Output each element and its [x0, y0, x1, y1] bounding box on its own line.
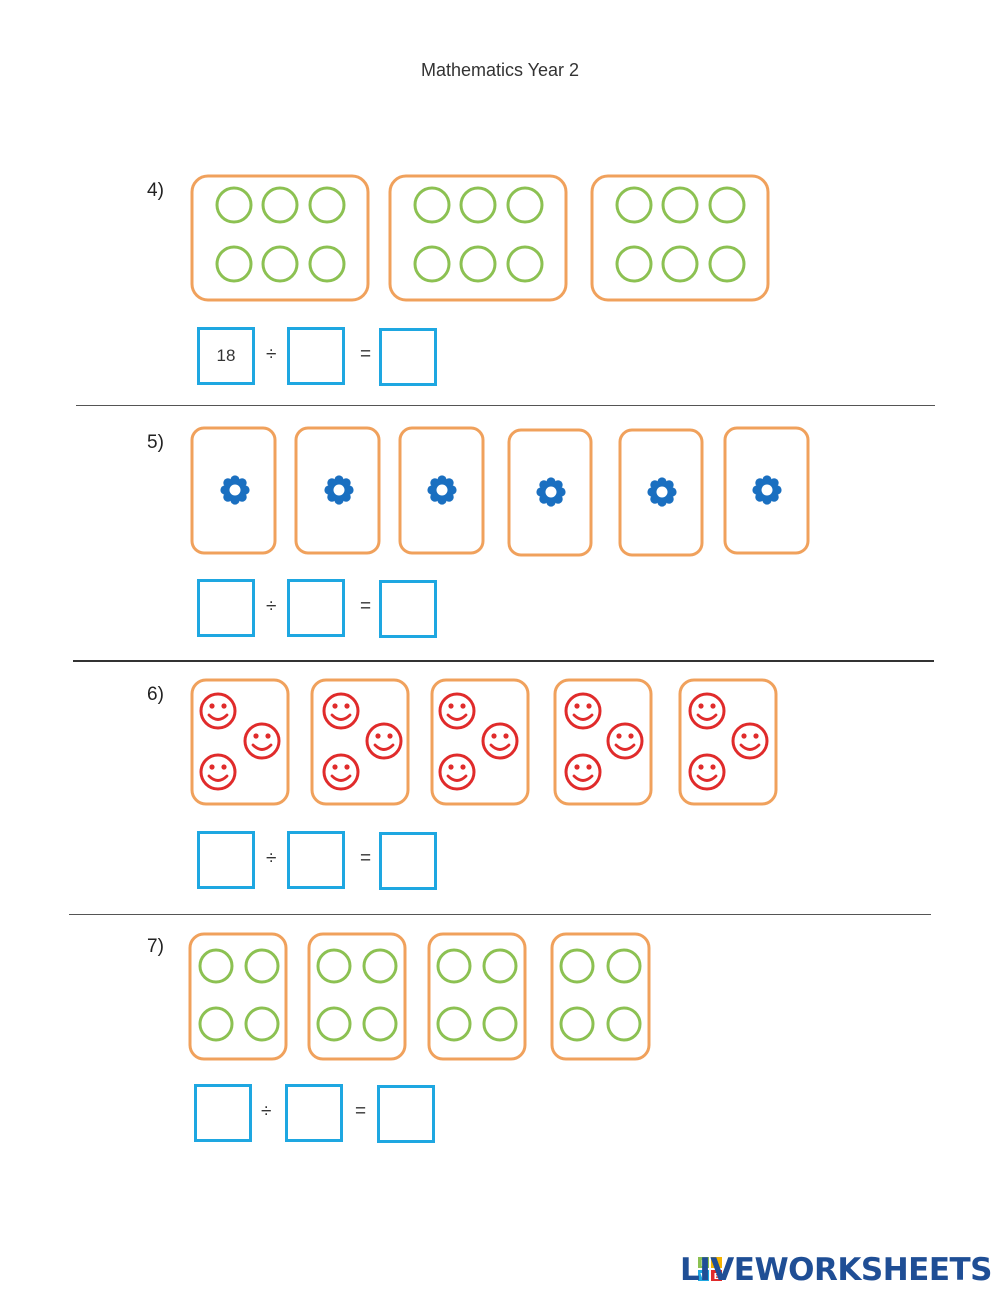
- equals-sign: =: [360, 596, 372, 617]
- green-circle-icon: [261, 186, 299, 224]
- answer-box-dividend[interactable]: [197, 831, 255, 889]
- red-smiley-icon: [438, 692, 476, 730]
- green-circle-icon: [198, 1006, 234, 1042]
- separator-line: [76, 405, 935, 406]
- green-circle-icon: [661, 245, 699, 283]
- red-smiley-icon: [199, 692, 237, 730]
- red-smiley-icon: [243, 722, 281, 760]
- green-circle-icon: [559, 948, 595, 984]
- divide-sign: ÷: [266, 344, 277, 365]
- equals-sign: =: [355, 1101, 367, 1122]
- blue-flower-icon: [324, 475, 354, 505]
- page-title: Mathematics Year 2: [420, 60, 580, 80]
- green-circle-icon: [215, 186, 253, 224]
- answer-box-divisor[interactable]: [287, 327, 345, 385]
- red-smiley-icon: [564, 692, 602, 730]
- green-circle-icon: [436, 1006, 472, 1042]
- green-circle-icon: [606, 1006, 642, 1042]
- question-number-7: 7): [147, 936, 164, 957]
- green-circle-icon: [308, 245, 346, 283]
- green-circle-icon: [362, 948, 398, 984]
- green-circle-icon: [198, 948, 234, 984]
- green-circle-icon: [708, 245, 746, 283]
- green-circle-icon: [459, 186, 497, 224]
- question-number-5: 5): [147, 432, 164, 453]
- blue-flower-icon: [427, 475, 457, 505]
- green-circle-icon: [308, 186, 346, 224]
- red-smiley-icon: [564, 753, 602, 791]
- question-number-6: 6): [147, 684, 164, 705]
- green-circle-icon: [459, 245, 497, 283]
- divide-sign: ÷: [266, 848, 277, 869]
- brand-name[interactable]: LIVEWORKSHEETS: [680, 1252, 993, 1288]
- blue-flower-icon: [647, 477, 677, 507]
- green-circle-icon: [215, 245, 253, 283]
- question-number-4: 4): [147, 180, 164, 201]
- green-circle-icon: [506, 186, 544, 224]
- green-circle-icon: [436, 948, 472, 984]
- green-circle-icon: [506, 245, 544, 283]
- green-circle-icon: [316, 948, 352, 984]
- logo-letter: I: [715, 1259, 718, 1268]
- answer-box-dividend[interactable]: [194, 1084, 252, 1142]
- answer-box-divisor[interactable]: [287, 831, 345, 889]
- red-smiley-icon: [322, 753, 360, 791]
- green-circle-icon: [708, 186, 746, 224]
- red-smiley-icon: [688, 692, 726, 730]
- answer-box-quotient[interactable]: [379, 328, 437, 386]
- red-smiley-icon: [688, 753, 726, 791]
- answer-box-quotient[interactable]: [377, 1085, 435, 1143]
- red-smiley-icon: [481, 722, 519, 760]
- green-circle-icon: [615, 186, 653, 224]
- answer-box-dividend[interactable]: [197, 579, 255, 637]
- divide-sign: ÷: [266, 596, 277, 617]
- red-smiley-icon: [731, 722, 769, 760]
- separator-line: [73, 660, 934, 662]
- logo-letter: E: [714, 1272, 719, 1281]
- equals-sign: =: [360, 848, 372, 869]
- blue-flower-icon: [220, 475, 250, 505]
- logo-letter: V: [700, 1272, 707, 1281]
- green-circle-icon: [615, 245, 653, 283]
- green-circle-icon: [316, 1006, 352, 1042]
- separator-line: [69, 914, 931, 915]
- green-circle-icon: [413, 186, 451, 224]
- red-smiley-icon: [199, 753, 237, 791]
- logo-letter: L: [701, 1259, 706, 1268]
- equals-sign: =: [360, 344, 372, 365]
- green-circle-icon: [413, 245, 451, 283]
- red-smiley-icon: [606, 722, 644, 760]
- green-circle-icon: [559, 1006, 595, 1042]
- green-circle-icon: [261, 245, 299, 283]
- green-circle-icon: [244, 1006, 280, 1042]
- divide-sign: ÷: [261, 1101, 272, 1122]
- answer-box-divisor[interactable]: [287, 579, 345, 637]
- green-circle-icon: [661, 186, 699, 224]
- blue-flower-icon: [752, 475, 782, 505]
- answer-box-quotient[interactable]: [379, 832, 437, 890]
- blue-flower-icon: [536, 477, 566, 507]
- red-smiley-icon: [438, 753, 476, 791]
- green-circle-icon: [244, 948, 280, 984]
- red-smiley-icon: [322, 692, 360, 730]
- answer-box-quotient[interactable]: [379, 580, 437, 638]
- answer-box-dividend[interactable]: 18: [197, 327, 255, 385]
- green-circle-icon: [362, 1006, 398, 1042]
- red-smiley-icon: [365, 722, 403, 760]
- green-circle-icon: [482, 1006, 518, 1042]
- liveworksheets-logo-icon: L I V E: [698, 1257, 722, 1281]
- answer-box-divisor[interactable]: [285, 1084, 343, 1142]
- green-circle-icon: [482, 948, 518, 984]
- green-circle-icon: [606, 948, 642, 984]
